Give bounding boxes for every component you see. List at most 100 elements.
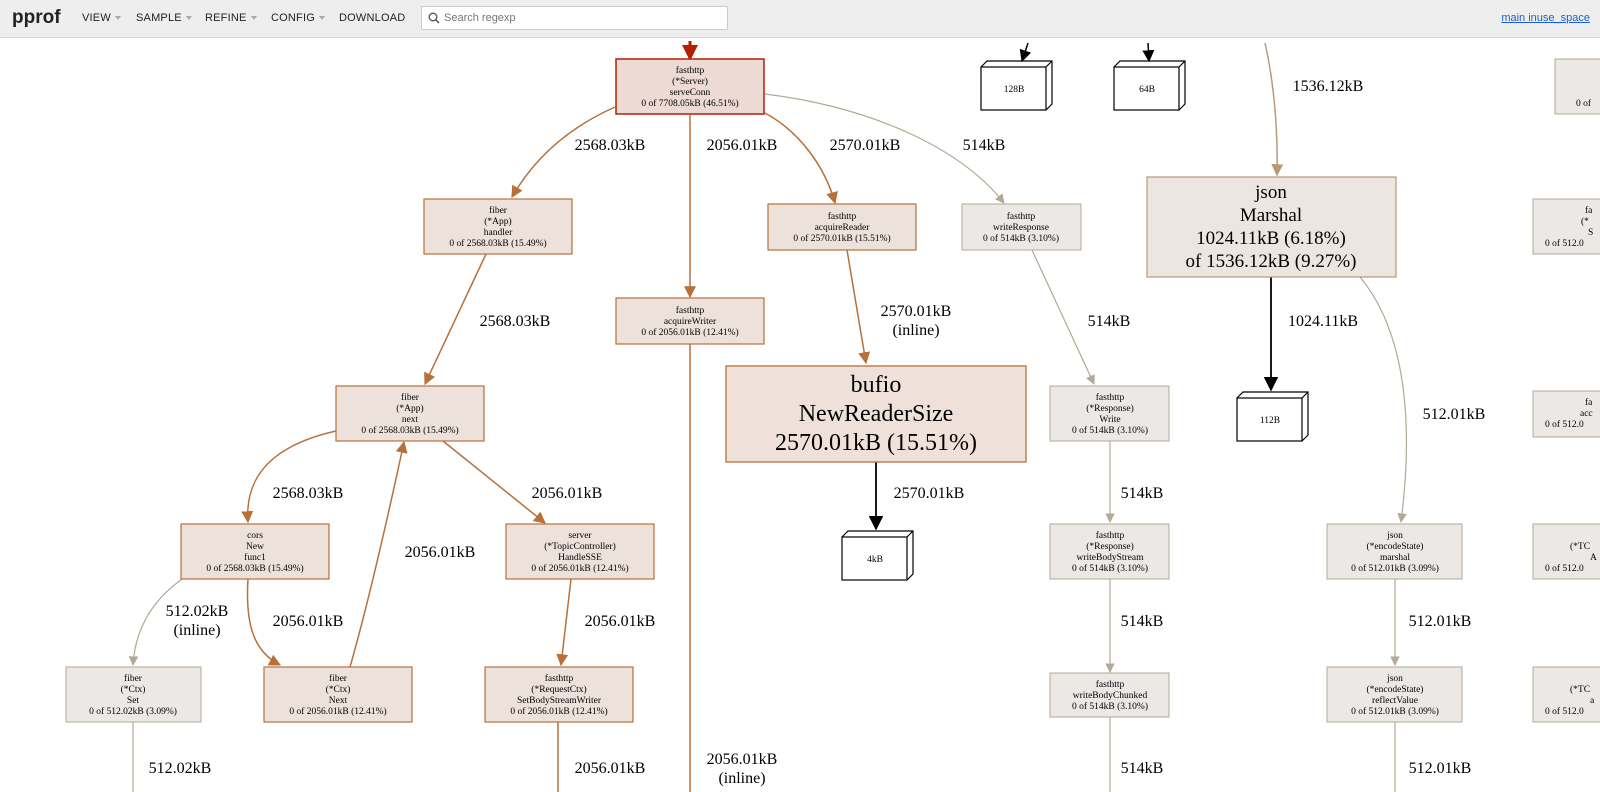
chevron-down-icon — [250, 16, 257, 21]
node-label: 0 of 512.02kB (3.09%) — [89, 706, 177, 717]
node-label: acquireWriter — [664, 317, 717, 327]
edge-e23: 2056.01kB (inline) — [689, 344, 778, 792]
alloc-block-128b[interactable]: 128B — [980, 60, 1053, 111]
node-label: fiber — [124, 673, 143, 684]
node-clipped-4[interactable]: (*TC A 0 of 512.0 — [1532, 523, 1600, 580]
node-handler[interactable]: fiber (*App) handler 0 of 2568.03kB (15.… — [423, 198, 573, 255]
menu-refine[interactable]: REFINE — [205, 12, 257, 24]
node-reflect-value[interactable]: json (*encodeState) reflectValue 0 of 51… — [1326, 666, 1463, 723]
node-clipped-5[interactable]: (*TC a 0 of 512.0 — [1532, 666, 1600, 723]
edge-label: 2056.01kB — [575, 760, 646, 777]
node-label: New — [246, 542, 264, 552]
node-set-body-stream-writer[interactable]: fasthttp (*RequestCtx) SetBodyStreamWrit… — [484, 666, 634, 723]
node-label: fiber — [489, 205, 508, 216]
edge-e13: 2056.01kB — [349, 440, 475, 668]
node-response-write[interactable]: fasthttp (*Response) Write 0 of 514kB (3… — [1049, 385, 1170, 442]
node-label: S — [1588, 228, 1593, 238]
node-cors[interactable]: cors New func1 0 of 2568.03kB (15.49%) — [180, 523, 330, 580]
node-label: of 1536.12kB (9.27%) — [1186, 251, 1357, 272]
node-label: cors — [247, 531, 263, 541]
alloc-size-label: 112B — [1260, 416, 1280, 426]
profile-link[interactable]: main inuse_space — [1501, 12, 1590, 24]
edge-label: 1024.11kB — [1288, 313, 1358, 330]
node-bufio[interactable]: bufio NewReaderSize 2570.01kB (15.51%) — [725, 365, 1027, 463]
node-label: Marshal — [1240, 205, 1302, 226]
node-label: 0 of 514kB (3.10%) — [983, 233, 1059, 244]
search-box — [421, 6, 728, 30]
node-write-body-stream[interactable]: fasthttp (*Response) writeBodyStream 0 o… — [1049, 523, 1170, 580]
node-encodestate-marshal[interactable]: json (*encodeState) marshal 0 of 512.01k… — [1326, 523, 1463, 580]
node-ctx-next[interactable]: fiber (*Ctx) Next 0 of 2056.01kB (12.41%… — [263, 666, 413, 723]
node-clipped-2[interactable]: fa (* S 0 of 512.0 — [1532, 198, 1600, 255]
menu-config[interactable]: CONFIG — [271, 12, 325, 24]
menu-sample-label: SAMPLE — [136, 12, 182, 24]
node-label: (*Server) — [672, 76, 708, 87]
node-label: fasthttp — [1096, 392, 1125, 403]
edge-label: 2056.01kB — [707, 137, 778, 154]
edge-label: 2568.03kB — [575, 137, 646, 154]
edge-label: 512.01kB — [1423, 406, 1486, 423]
node-acquirewriter[interactable]: fasthttp acquireWriter 0 of 2056.01kB (1… — [615, 297, 765, 345]
alloc-size-label: 64B — [1139, 85, 1155, 95]
chevron-down-icon — [114, 16, 121, 21]
node-label: SetBodyStreamWriter — [517, 696, 602, 706]
node-json-marshal[interactable]: json Marshal 1024.11kB (6.18%) of 1536.1… — [1146, 176, 1397, 278]
menu-view[interactable]: VIEW — [82, 12, 121, 24]
edge-e18: 2056.01kB — [556, 578, 655, 667]
alloc-block-112b[interactable]: 112B — [1236, 391, 1309, 442]
node-label: 0 of 2568.03kB (15.49%) — [449, 238, 546, 249]
node-label: fiber — [329, 673, 348, 684]
search-input[interactable] — [444, 10, 714, 26]
node-label: (*TC — [1570, 541, 1590, 552]
node-label: (*Ctx) — [326, 684, 351, 695]
node-label: 0 of 514kB (3.10%) — [1072, 425, 1148, 436]
node-ctx-set[interactable]: fiber (*Ctx) Set 0 of 512.02kB (3.09%) — [65, 666, 202, 723]
node-label: fasthttp — [1096, 679, 1125, 690]
node-label: 0 of 2056.01kB (12.41%) — [641, 327, 738, 338]
node-label: NewReaderSize — [799, 401, 954, 427]
node-write-body-chunked[interactable]: fasthttp writeBodyChunked 0 of 514kB (3.… — [1049, 672, 1170, 718]
menu-config-label: CONFIG — [271, 12, 315, 24]
alloc-block-4kb[interactable]: 4kB — [841, 530, 914, 581]
edge-e14: 2570.01kB — [868, 462, 964, 531]
edge-e15: 514kB — [1105, 441, 1163, 523]
callgraph: 2568.03kB 2056.01kB 2570.01kB 514kB 1536… — [65, 41, 1600, 792]
edge-label: 514kB — [1088, 313, 1131, 330]
edge-e3: 2570.01kB — [764, 112, 900, 205]
edge-e21: 512.02kB — [132, 722, 211, 792]
node-clipped-1[interactable]: 0 of — [1554, 58, 1600, 115]
node-label: 1024.11kB (6.18%) — [1196, 228, 1346, 249]
node-label: reflectValue — [1372, 695, 1418, 706]
node-label: 0 of 514kB (3.10%) — [1072, 701, 1148, 712]
node-label: HandleSSE — [558, 553, 602, 563]
node-label: (*App) — [396, 403, 423, 414]
menu-sample[interactable]: SAMPLE — [136, 12, 192, 24]
node-label: writeBodyStream — [1076, 553, 1144, 563]
edge-e6: 2568.03kB — [424, 253, 550, 386]
edge-to-64b — [1142, 42, 1155, 63]
node-label: (* — [1581, 216, 1589, 227]
node-clipped-3[interactable]: fa acc 0 of 512.0 — [1532, 390, 1600, 438]
node-writeresponse[interactable]: fasthttp writeResponse 0 of 514kB (3.10%… — [961, 203, 1082, 251]
node-label: server — [568, 531, 592, 541]
node-label: (*Ctx) — [121, 684, 146, 695]
node-label: 0 of 2056.01kB (12.41%) — [510, 706, 607, 717]
node-label: fa — [1585, 397, 1593, 408]
menu-download[interactable]: DOWNLOAD — [339, 12, 405, 24]
node-label: fa — [1585, 205, 1593, 216]
node-label: acc — [1580, 409, 1593, 419]
node-label: 0 of 512.0 — [1545, 419, 1584, 430]
node-acquirereader[interactable]: fasthttp acquireReader 0 of 2570.01kB (1… — [767, 203, 917, 251]
node-label: 0 of 2568.03kB (15.49%) — [206, 563, 303, 574]
alloc-block-64b[interactable]: 64B — [1113, 60, 1186, 111]
edge-label: 2056.01kB — [707, 751, 778, 768]
node-label: (*TC — [1570, 684, 1590, 695]
node-serveconn[interactable]: fasthttp (*Server) serveConn 0 of 7708.0… — [615, 58, 765, 115]
node-app-next[interactable]: fiber (*App) next 0 of 2568.03kB (15.49%… — [335, 385, 485, 442]
edge-to-128b — [1019, 42, 1032, 63]
node-label: serveConn — [670, 88, 711, 98]
edge-e25: 512.01kB — [1394, 722, 1471, 792]
node-label: handler — [484, 228, 513, 238]
node-handle-sse[interactable]: server (*TopicController) HandleSSE 0 of… — [505, 523, 655, 580]
edge-label: 2570.01kB — [881, 303, 952, 320]
